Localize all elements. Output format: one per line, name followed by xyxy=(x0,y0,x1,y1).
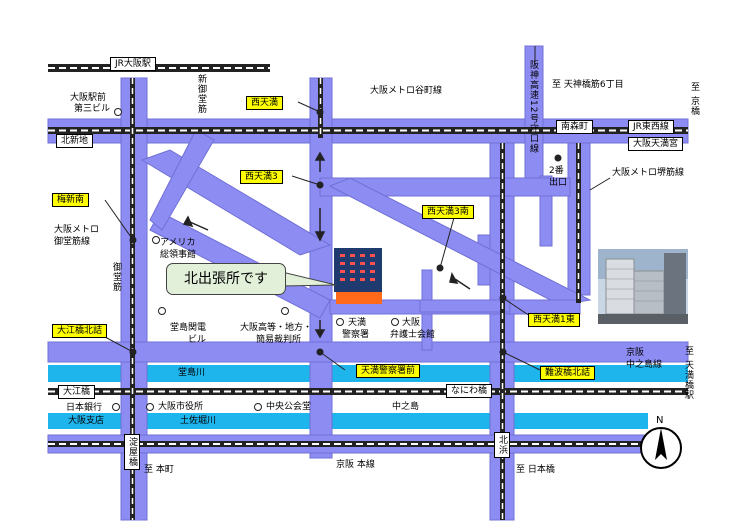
landmark-courts-a: 大阪高等・地方・ xyxy=(240,323,313,333)
line-keihan-nakanoshima-a: 京阪 xyxy=(626,348,645,358)
destination-building xyxy=(334,248,382,304)
line-midosuji-a: 大阪メトロ xyxy=(54,225,100,235)
street-shin-midosuji: 新御堂筋 xyxy=(196,74,206,114)
road-bottom-row xyxy=(47,341,689,363)
station-kitahama: 北浜 xyxy=(494,432,510,458)
road-midosuji-left xyxy=(131,78,141,520)
landmark-circles xyxy=(112,108,399,411)
road-lower-right xyxy=(419,299,511,313)
exit-2-a: 2番 xyxy=(549,166,564,176)
label-nishitenma3minami: 西天満3南 xyxy=(422,205,474,219)
area-nakanoshima: 中之島 xyxy=(392,402,420,412)
landmark-boj-a: 日本銀行 xyxy=(66,403,103,413)
dir-tenmabashi: 至 天満橋駅 xyxy=(683,346,693,400)
keihan-nakanoshima-rail xyxy=(48,388,688,395)
keihan-main-rail xyxy=(48,441,648,447)
label-nishitenma: 西天満 xyxy=(246,96,284,110)
river-tosaborigawa: 土佐堀川 xyxy=(180,416,217,426)
exit-2-b: 出口 xyxy=(549,178,568,188)
roads xyxy=(47,45,689,521)
station-osaka-tenmangu: 大阪天満宮 xyxy=(628,137,684,151)
label-umeshinminami: 梅新南 xyxy=(52,193,90,207)
landmark-osaka-ekimae-b: 第三ビル xyxy=(74,104,111,114)
dir-honmachi: 至 本町 xyxy=(144,465,174,475)
line-keihan-main: 京阪 本線 xyxy=(336,460,375,470)
station-kitashinchi: 北新地 xyxy=(56,134,94,148)
destination-callout: 北出張所です xyxy=(166,263,286,295)
dir-nihonbashi: 至 日本橋 xyxy=(516,465,555,475)
landmark-us-consulate-b: 総領事館 xyxy=(160,250,197,260)
subway-rails xyxy=(130,78,581,520)
station-yodoyabashi: 淀屋橋 xyxy=(124,434,140,470)
landmark-dojima-kanden-b: ビル xyxy=(188,335,207,345)
compass-north-label: N xyxy=(656,415,663,426)
label-oebashi-kitazume: 大江橋北詰 xyxy=(52,324,108,338)
direction-arrows xyxy=(182,151,471,339)
river-dojimagawa: 堂島川 xyxy=(178,368,206,378)
leader-lines xyxy=(91,46,611,371)
label-nishitenma1higashi: 西天満1東 xyxy=(528,313,580,327)
station-jr-osaka: JR大阪駅 xyxy=(110,57,156,71)
road-diagonal-4 xyxy=(149,129,215,231)
landmark-osaka-ekimae-a: 大阪駅前 xyxy=(70,93,107,103)
label-naniwabashi-kitazume: 難波橋北詰 xyxy=(540,366,596,380)
landmark-bar-assoc-a: 大阪 xyxy=(402,318,421,328)
landmark-us-consulate-a: アメリカ xyxy=(160,238,196,248)
label-nishitenma3: 西天満3 xyxy=(240,170,283,184)
line-sakaisuji: 大阪メトロ堺筋線 xyxy=(612,168,685,178)
line-midosuji-b: 御堂筋線 xyxy=(54,237,91,247)
line-keihan-nakanoshima-b: 中之島線 xyxy=(626,360,663,370)
station-naniwabashi: なにわ橋 xyxy=(446,384,493,398)
station-jr-tozai: JR東西線 xyxy=(628,120,674,134)
station-minamimorimachi: 南森町 xyxy=(556,120,594,134)
landmark-city-hall: 大阪市役所 xyxy=(158,402,204,412)
street-midosuji: 御堂筋 xyxy=(111,262,121,292)
dir-tenjinbashi: 至 天神橋筋6丁目 xyxy=(552,80,624,90)
line-hanshin-expressway: 阪神高速12号守口線 xyxy=(528,60,538,154)
jr-rail xyxy=(48,64,270,72)
landmark-public-hall: 中央公会堂 xyxy=(266,402,312,412)
station-oebashi: 大江橋 xyxy=(58,385,96,399)
north-compass-icon: N xyxy=(640,415,682,469)
landmark-dojima-kanden-a: 堂島関電 xyxy=(170,323,207,333)
landmark-boj-b: 大阪支店 xyxy=(68,416,105,427)
building-photo xyxy=(598,249,688,324)
landmark-tenma-police-a: 天満 xyxy=(348,318,367,328)
line-tanimachi: 大阪メトロ谷町線 xyxy=(370,86,443,96)
road-diagonal-2 xyxy=(328,177,592,306)
landmark-courts-b: 簡易裁判所 xyxy=(256,335,302,345)
label-tenma-police: 天満警察署前 xyxy=(356,364,421,378)
dir-kyobashi: 至 京橋 xyxy=(689,82,699,116)
landmark-tenma-police-b: 警察署 xyxy=(342,330,370,340)
landmark-bar-assoc-b: 弁護士会館 xyxy=(390,330,436,340)
